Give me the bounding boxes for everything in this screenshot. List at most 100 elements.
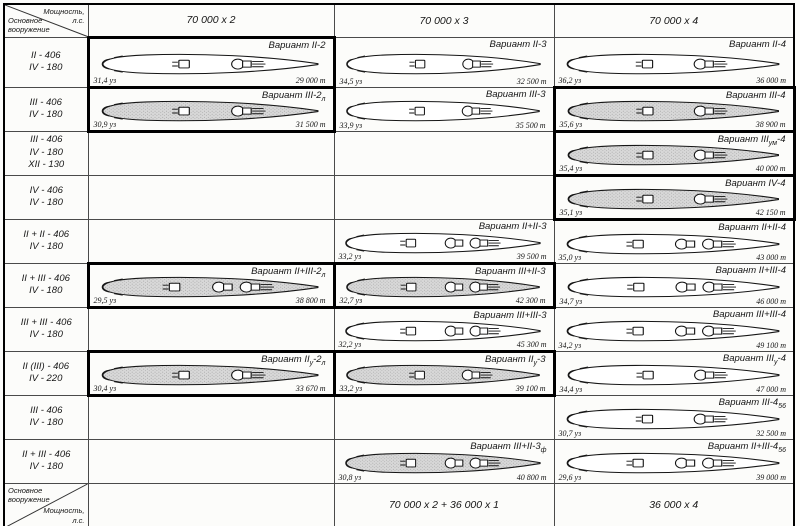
ship-silhouette: [346, 53, 541, 75]
speed-label: 32,2 уз: [338, 339, 362, 349]
ship-silhouette: [345, 320, 541, 342]
displacement-label: 40 000 т: [755, 163, 786, 173]
hull-outline: [567, 276, 780, 298]
displacement-label: 45 300 т: [516, 339, 547, 349]
turret-icon: [406, 282, 417, 292]
hull-outline: [346, 276, 540, 298]
hull-outline: [566, 320, 780, 342]
turret-icon: [632, 282, 645, 292]
variant-label: Вариант III+II-3ф: [470, 440, 547, 454]
variant-cell-r9c2: [333, 394, 555, 440]
armament-line: XII - 130: [28, 159, 65, 171]
gun-barrels-icon: [714, 371, 728, 379]
speed-label: 34,7 уз: [559, 296, 583, 306]
bow-detail: [101, 281, 111, 293]
gun-barrels-icon: [481, 60, 494, 68]
variant-label: Вариант IIу-3: [485, 353, 546, 367]
armament-line: II (III) - 406: [22, 360, 69, 372]
ship-silhouette: [566, 320, 780, 342]
displacement-label: 33 670 т: [295, 383, 326, 393]
hull-outline: [346, 53, 541, 75]
displacement-label: 38 800 т: [295, 295, 326, 305]
speed-label: 35,6 уз: [559, 119, 583, 129]
bow-detail: [346, 58, 355, 70]
ship-silhouette: [567, 364, 780, 386]
armament-line: IV - 180: [29, 146, 63, 158]
ship-silhouette: [566, 452, 780, 474]
speed-label: 30,7 уз: [558, 428, 582, 438]
bow-detail: [101, 105, 111, 117]
hull-outline: [101, 276, 319, 298]
hull-outline: [345, 232, 541, 253]
turret-icon: [641, 414, 653, 424]
displacement-label: 35 500 т: [515, 120, 546, 130]
turret-icon: [632, 458, 644, 468]
gun-barrels-icon: [713, 415, 727, 423]
power-column-3: 70 000 x 4: [553, 3, 795, 38]
gun-barrels-icon: [260, 283, 274, 291]
armament-line: II - 406: [30, 49, 61, 61]
armament-line: III + III - 406: [20, 316, 72, 328]
ship-silhouette: [101, 276, 319, 298]
variant-label: Вариант II-2: [268, 39, 326, 51]
speed-label: 33,2 уз: [338, 251, 362, 261]
footer-power-3: 36 000 x 4: [553, 482, 795, 526]
bow-detail: [345, 325, 354, 337]
speed-label: 35,0 уз: [558, 252, 582, 262]
displacement-label: 47 000 т: [756, 384, 786, 394]
hull-outline: [566, 408, 780, 430]
displacement-label: 42 150 т: [755, 207, 786, 217]
gun-barrels-icon: [722, 240, 736, 247]
armament-line: II + II - 406: [23, 228, 70, 240]
variant-label: Вариант IIIум-4: [717, 133, 786, 147]
displacement-label: 39 100 т: [515, 383, 546, 393]
turret-icon: [405, 326, 417, 336]
displacement-label: 43 000 т: [756, 252, 786, 262]
bow-detail: [567, 193, 576, 205]
armament-line: IV - 180: [29, 62, 63, 73]
gun-barrels-icon: [251, 107, 266, 115]
bow-detail: [567, 369, 576, 381]
hull-outline: [346, 100, 540, 122]
armament-axis-label: Основное вооружение: [8, 485, 50, 504]
ship-silhouette: [567, 100, 779, 122]
power-axis-label: Мощность, л.с.: [43, 506, 85, 525]
turret-icon: [178, 370, 190, 380]
armament-line: IV - 220: [29, 373, 63, 384]
speed-label: 29,6 уз: [558, 472, 582, 482]
variant-label: Вариант III+II-3: [475, 265, 546, 277]
variant-label: Вариант III-3: [485, 88, 546, 100]
footer-row: Основное вооружение Мощность, л.с. 70 00…: [3, 482, 795, 526]
turret-icon: [405, 238, 417, 247]
armament-line: IV - 180: [29, 109, 63, 120]
ship-silhouette: [346, 276, 540, 298]
bow-detail: [567, 105, 576, 117]
speed-label: 31,4 уз: [93, 75, 117, 85]
speed-label: 30,8 уз: [338, 472, 362, 482]
variant-cell-r3c1: [87, 130, 335, 176]
variant-label: Вариант II-4: [729, 38, 786, 50]
displacement-label: 36 000 т: [756, 75, 786, 85]
turret-icon: [641, 150, 654, 160]
variant-label: Вариант III-4: [725, 89, 786, 101]
bow-detail: [101, 58, 111, 70]
speed-label: 33,9 уз: [339, 120, 363, 130]
gun-barrels-icon: [722, 327, 736, 335]
bow-detail: [566, 58, 575, 69]
displacement-label: 49 100 т: [756, 340, 786, 350]
variant-label: Вариант II+III-2л: [251, 265, 326, 279]
ship-silhouette: [346, 100, 540, 122]
gun-barrels-icon: [713, 60, 727, 67]
turret-icon: [178, 106, 190, 116]
bow-detail: [346, 105, 354, 117]
displacement-label: 46 000 т: [756, 296, 786, 306]
